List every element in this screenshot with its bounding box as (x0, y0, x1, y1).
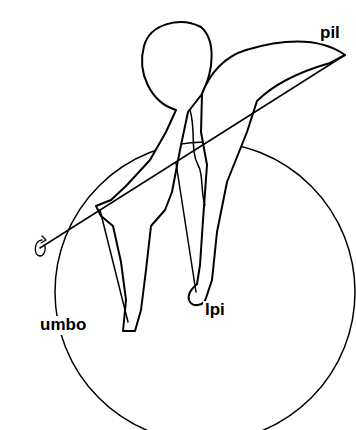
incus-lever-arm (176, 163, 196, 292)
rotation-axis (40, 55, 345, 248)
rotation-arrow (35, 240, 45, 256)
part-label: lpi (203, 301, 227, 320)
incus (189, 42, 345, 305)
part-label: umbo (38, 316, 88, 335)
part-label: pil (318, 24, 342, 43)
incudomalleolar-joint (190, 110, 205, 205)
malleus-lever-arm (100, 210, 128, 322)
rotation-arrowhead (41, 236, 46, 243)
